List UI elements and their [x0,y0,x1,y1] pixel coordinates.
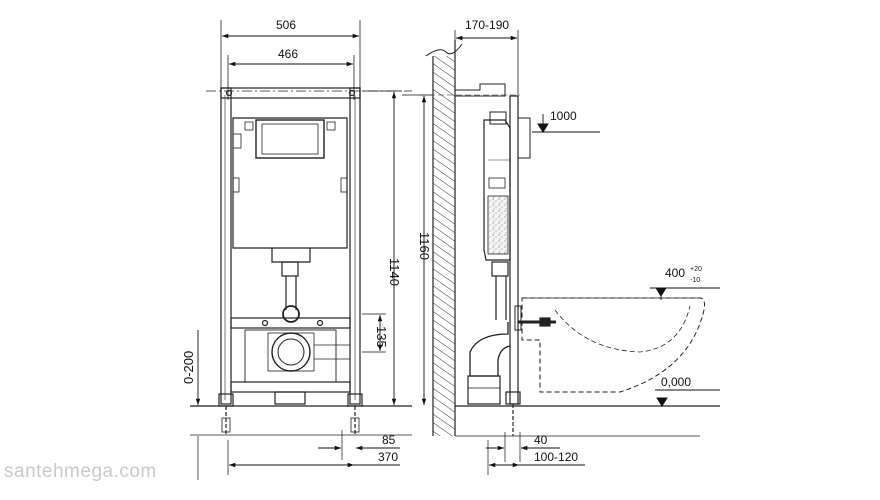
level-400: 400 [665,266,685,280]
dim-1140: 1140 [387,258,402,286]
level-floor: 0,000 [661,375,691,389]
front-dimensions [192,33,402,480]
dim-100-120: 100-120 [534,450,578,464]
dim-170-190: 170-190 [465,18,509,32]
dim-40: 40 [534,433,548,447]
dim-466: 466 [278,47,298,61]
dim-85: 85 [382,433,396,447]
level-1000: 1000 [550,109,577,123]
level-400-tol-plus: +20 [690,266,702,273]
dim-370: 370 [378,450,398,464]
watermark: santehmega.com [4,461,157,482]
side-dimensions [402,35,720,475]
level-400-tol-minus: -10 [690,277,700,284]
front-view [190,20,412,436]
dim-1160: 1160 [417,232,432,260]
dim-0-200: 0-200 [181,351,196,384]
dim-506: 506 [276,18,296,32]
side-view [420,30,720,437]
dim-135: 135 [374,326,389,348]
